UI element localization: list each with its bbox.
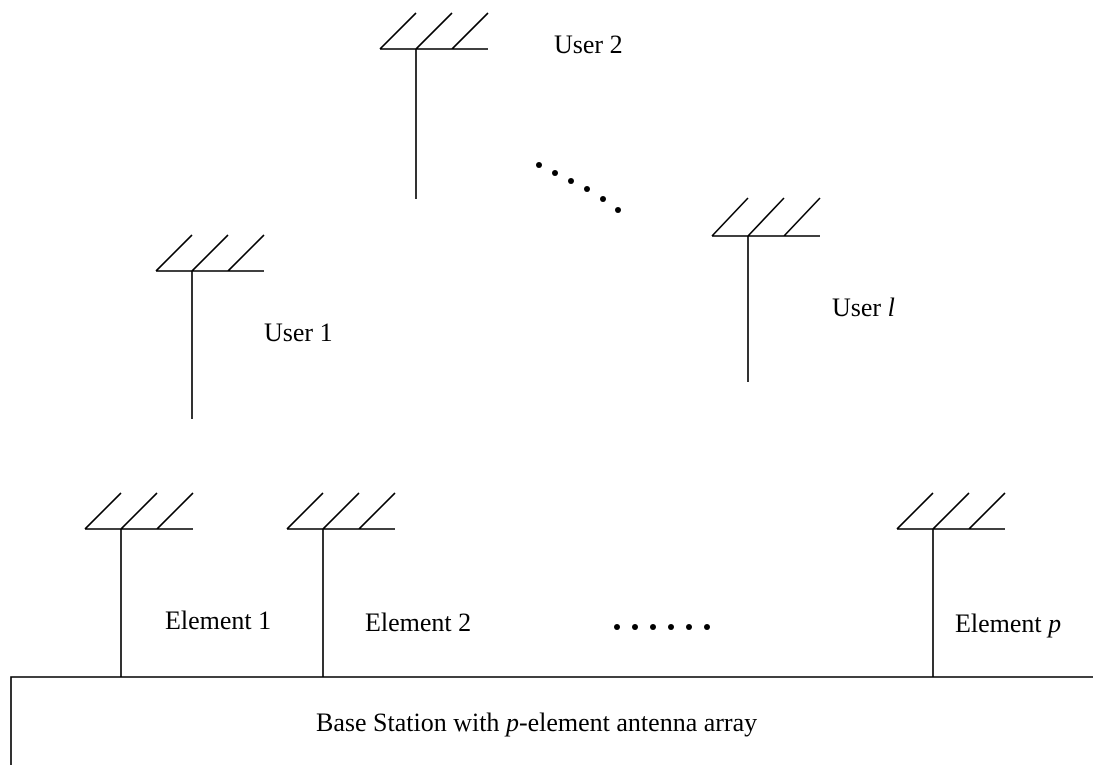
element-1-antenna-icon	[84, 492, 194, 677]
user-2-antenna-icon	[379, 12, 489, 199]
element-p-label: Element p	[955, 609, 1061, 638]
element-2-label: Element 2	[365, 608, 471, 637]
user-2-label: User 2	[554, 30, 623, 59]
element-p-antenna-icon	[896, 492, 1006, 677]
user-l-label: User l	[832, 293, 895, 322]
users-ellipsis	[536, 162, 621, 213]
base-station-label: Base Station with p-element antenna arra…	[316, 708, 757, 737]
element-1-label: Element 1	[165, 606, 271, 635]
user-1-antenna-icon	[155, 234, 265, 419]
elements-ellipsis	[614, 624, 710, 630]
user-1-label: User 1	[264, 318, 333, 347]
element-2-antenna-icon	[286, 492, 396, 677]
base-station-box	[10, 676, 1093, 765]
user-l-antenna-icon	[711, 197, 821, 382]
